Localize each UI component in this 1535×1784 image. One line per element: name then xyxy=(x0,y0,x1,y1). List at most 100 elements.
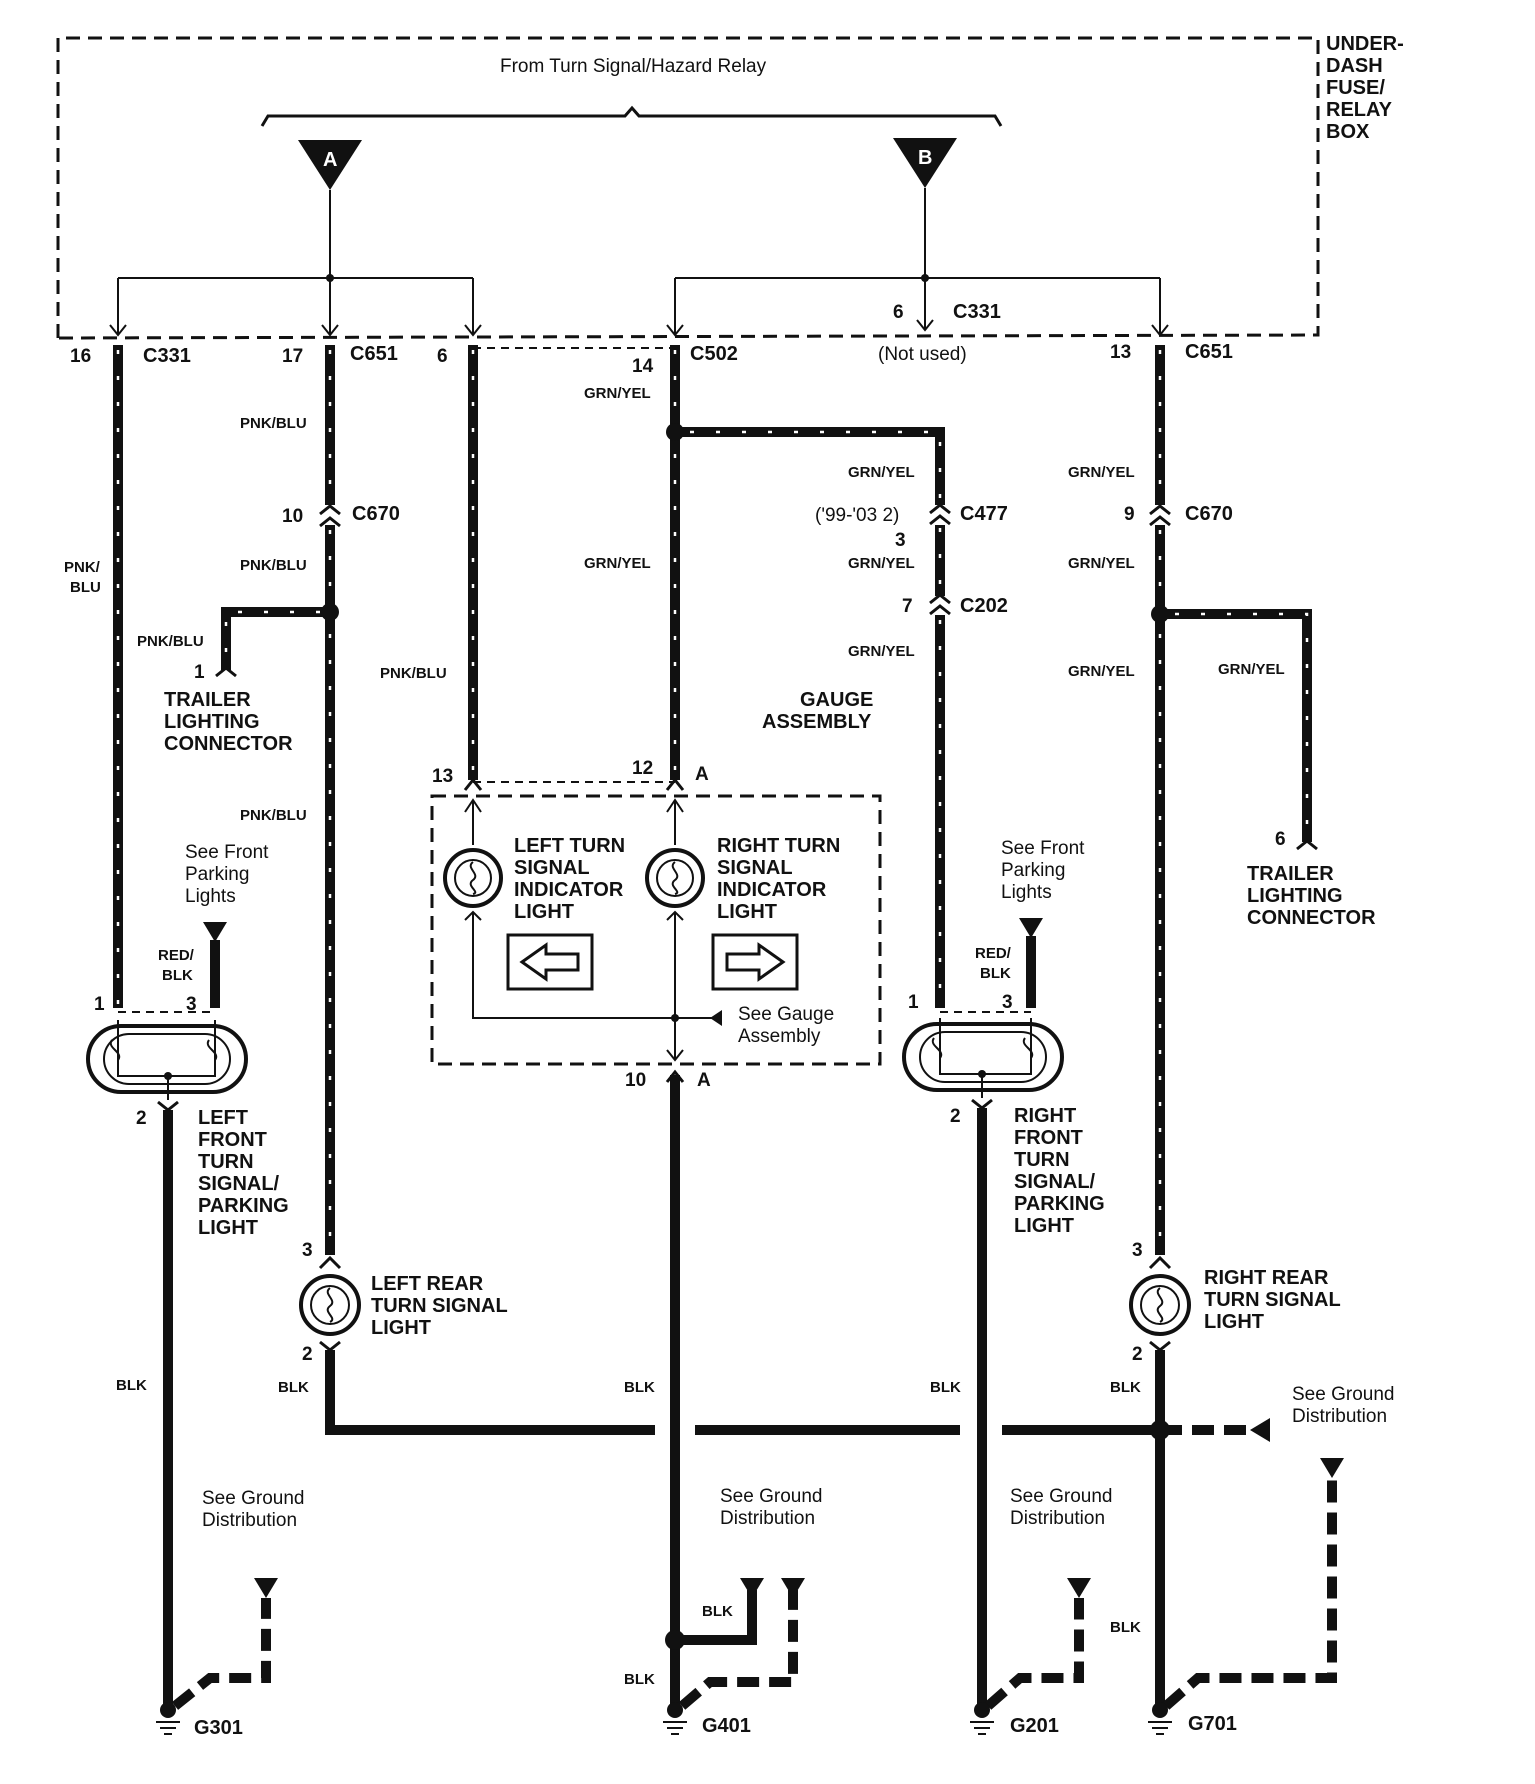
svg-text:1: 1 xyxy=(194,662,205,683)
left-rear-light-label: LEFT REAR TURN SIGNAL LIGHT xyxy=(371,1273,508,1339)
svg-text:3: 3 xyxy=(186,994,197,1015)
left-rear-turn-light xyxy=(299,1274,361,1336)
terminal-a-label: A xyxy=(323,149,337,171)
svg-text:BOX: BOX xyxy=(1326,121,1370,143)
svg-text:TURN: TURN xyxy=(198,1151,254,1173)
svg-text:C670: C670 xyxy=(352,503,400,525)
ground-g401-icon xyxy=(663,1702,687,1735)
svg-text:FRONT: FRONT xyxy=(1014,1127,1083,1149)
svg-text:LIGHT: LIGHT xyxy=(717,901,777,923)
svg-text:LIGHT: LIGHT xyxy=(514,901,574,923)
svg-text:GRN/YEL: GRN/YEL xyxy=(1068,663,1135,680)
svg-text:Assembly: Assembly xyxy=(738,1026,821,1047)
svg-text:LEFT: LEFT xyxy=(198,1107,248,1129)
svg-text:14: 14 xyxy=(632,356,654,377)
svg-text:ASSEMBLY: ASSEMBLY xyxy=(762,711,872,733)
svg-text:LIGHT: LIGHT xyxy=(1204,1311,1264,1333)
svg-text:TURN: TURN xyxy=(1014,1149,1070,1171)
svg-text:12: 12 xyxy=(632,758,653,779)
svg-text:BLK: BLK xyxy=(702,1603,733,1620)
svg-text:3: 3 xyxy=(1002,992,1013,1013)
left-front-parking-note: See Front Parking Lights xyxy=(185,842,269,907)
svg-text:C202: C202 xyxy=(960,595,1008,617)
svg-text:See Ground: See Ground xyxy=(202,1488,304,1509)
svg-text:A: A xyxy=(697,1070,711,1091)
svg-text:13: 13 xyxy=(1110,342,1131,363)
svg-text:GRN/YEL: GRN/YEL xyxy=(848,555,915,572)
svg-text:LIGHT: LIGHT xyxy=(198,1217,258,1239)
svg-text:C651: C651 xyxy=(350,343,398,365)
svg-text:LIGHTING: LIGHTING xyxy=(164,711,260,733)
svg-text:PNK/BLU: PNK/BLU xyxy=(240,557,307,574)
gauge-assembly-label: GAUGE ASSEMBLY xyxy=(762,689,873,733)
svg-text:BLK: BLK xyxy=(278,1379,309,1396)
terminal-a-triangle xyxy=(298,140,362,190)
ground-g301-label: G301 xyxy=(194,1717,243,1739)
wire-trailer-left xyxy=(221,607,330,670)
svg-text:See Gauge: See Gauge xyxy=(738,1004,834,1025)
fuse-box-outline xyxy=(56,36,1320,340)
svg-text:GAUGE: GAUGE xyxy=(800,689,873,711)
svg-text:BLU: BLU xyxy=(70,579,101,596)
svg-text:RIGHT REAR: RIGHT REAR xyxy=(1204,1267,1329,1289)
svg-text:C651: C651 xyxy=(1185,341,1233,363)
svg-text:Parking: Parking xyxy=(1001,860,1065,881)
svg-text:BLK: BLK xyxy=(1110,1379,1141,1396)
svg-text:RIGHT: RIGHT xyxy=(1014,1105,1076,1127)
svg-text:PNK/BLU: PNK/BLU xyxy=(380,665,447,682)
svg-text:SIGNAL: SIGNAL xyxy=(514,857,590,879)
svg-text:See Front: See Front xyxy=(1001,838,1085,859)
svg-text:GRN/YEL: GRN/YEL xyxy=(584,385,651,402)
svg-text:C670: C670 xyxy=(1185,503,1233,525)
svg-text:UNDER-: UNDER- xyxy=(1326,33,1404,55)
svg-text:LEFT TURN: LEFT TURN xyxy=(514,835,625,857)
svg-text:16: 16 xyxy=(70,346,91,367)
svg-text:SIGNAL/: SIGNAL/ xyxy=(198,1173,280,1195)
ground-note-bus: See Ground Distribution xyxy=(1292,1384,1394,1427)
svg-text:INDICATOR: INDICATOR xyxy=(514,879,624,901)
svg-text:FUSE/: FUSE/ xyxy=(1326,77,1385,99)
terminal-b-label: B xyxy=(918,147,932,169)
svg-text:1: 1 xyxy=(908,992,919,1013)
left-front-light-label: LEFT FRONT TURN SIGNAL/ PARKING LIGHT xyxy=(198,1107,289,1239)
terminal-b-triangle xyxy=(893,138,957,188)
svg-text:LEFT REAR: LEFT REAR xyxy=(371,1273,484,1295)
svg-text:See Front: See Front xyxy=(185,842,269,863)
svg-text:Distribution: Distribution xyxy=(1010,1508,1105,1529)
svg-text:LIGHT: LIGHT xyxy=(1014,1215,1074,1237)
svg-text:BLK: BLK xyxy=(116,1377,147,1394)
svg-text:SIGNAL/: SIGNAL/ xyxy=(1014,1171,1096,1193)
svg-text:GRN/YEL: GRN/YEL xyxy=(848,464,915,481)
svg-text:Distribution: Distribution xyxy=(202,1510,297,1531)
svg-text:CONNECTOR: CONNECTOR xyxy=(1247,907,1376,929)
ground-g701-icon xyxy=(1148,1702,1172,1735)
relay-distribution xyxy=(117,188,1161,335)
left-indicator-label: LEFT TURN SIGNAL INDICATOR LIGHT xyxy=(514,835,625,923)
svg-text:PNK/BLU: PNK/BLU xyxy=(240,415,307,432)
svg-text:GRN/YEL: GRN/YEL xyxy=(1068,555,1135,572)
svg-text:1: 1 xyxy=(94,994,105,1015)
ground-g201-icon xyxy=(970,1702,994,1735)
wire-right-front-grn-yel xyxy=(675,427,945,1008)
svg-text:2: 2 xyxy=(950,1106,961,1127)
svg-text:(Not used): (Not used) xyxy=(878,344,967,365)
svg-text:CONNECTOR: CONNECTOR xyxy=(164,733,293,755)
svg-text:BLK: BLK xyxy=(930,1379,961,1396)
svg-text:17: 17 xyxy=(282,346,303,367)
ground-bus xyxy=(325,1350,1255,1706)
svg-text:C477: C477 xyxy=(960,503,1008,525)
svg-text:2: 2 xyxy=(136,1108,147,1129)
svg-text:TURN SIGNAL: TURN SIGNAL xyxy=(371,1295,508,1317)
relay-brace xyxy=(260,105,1003,127)
ground-note-g401: See Ground Distribution xyxy=(720,1486,822,1529)
right-front-parking-note: See Front Parking Lights xyxy=(1001,838,1085,903)
svg-text:PNK/BLU: PNK/BLU xyxy=(137,633,204,650)
svg-text:FRONT: FRONT xyxy=(198,1129,267,1151)
svg-text:Lights: Lights xyxy=(1001,882,1052,903)
svg-text:See Ground: See Ground xyxy=(1010,1486,1112,1507)
svg-text:10: 10 xyxy=(282,506,303,527)
svg-text:Lights: Lights xyxy=(185,886,236,907)
svg-text:('99-'03 2): ('99-'03 2) xyxy=(815,505,899,526)
right-front-turn-light xyxy=(902,1018,1064,1098)
svg-text:C331: C331 xyxy=(143,345,191,367)
